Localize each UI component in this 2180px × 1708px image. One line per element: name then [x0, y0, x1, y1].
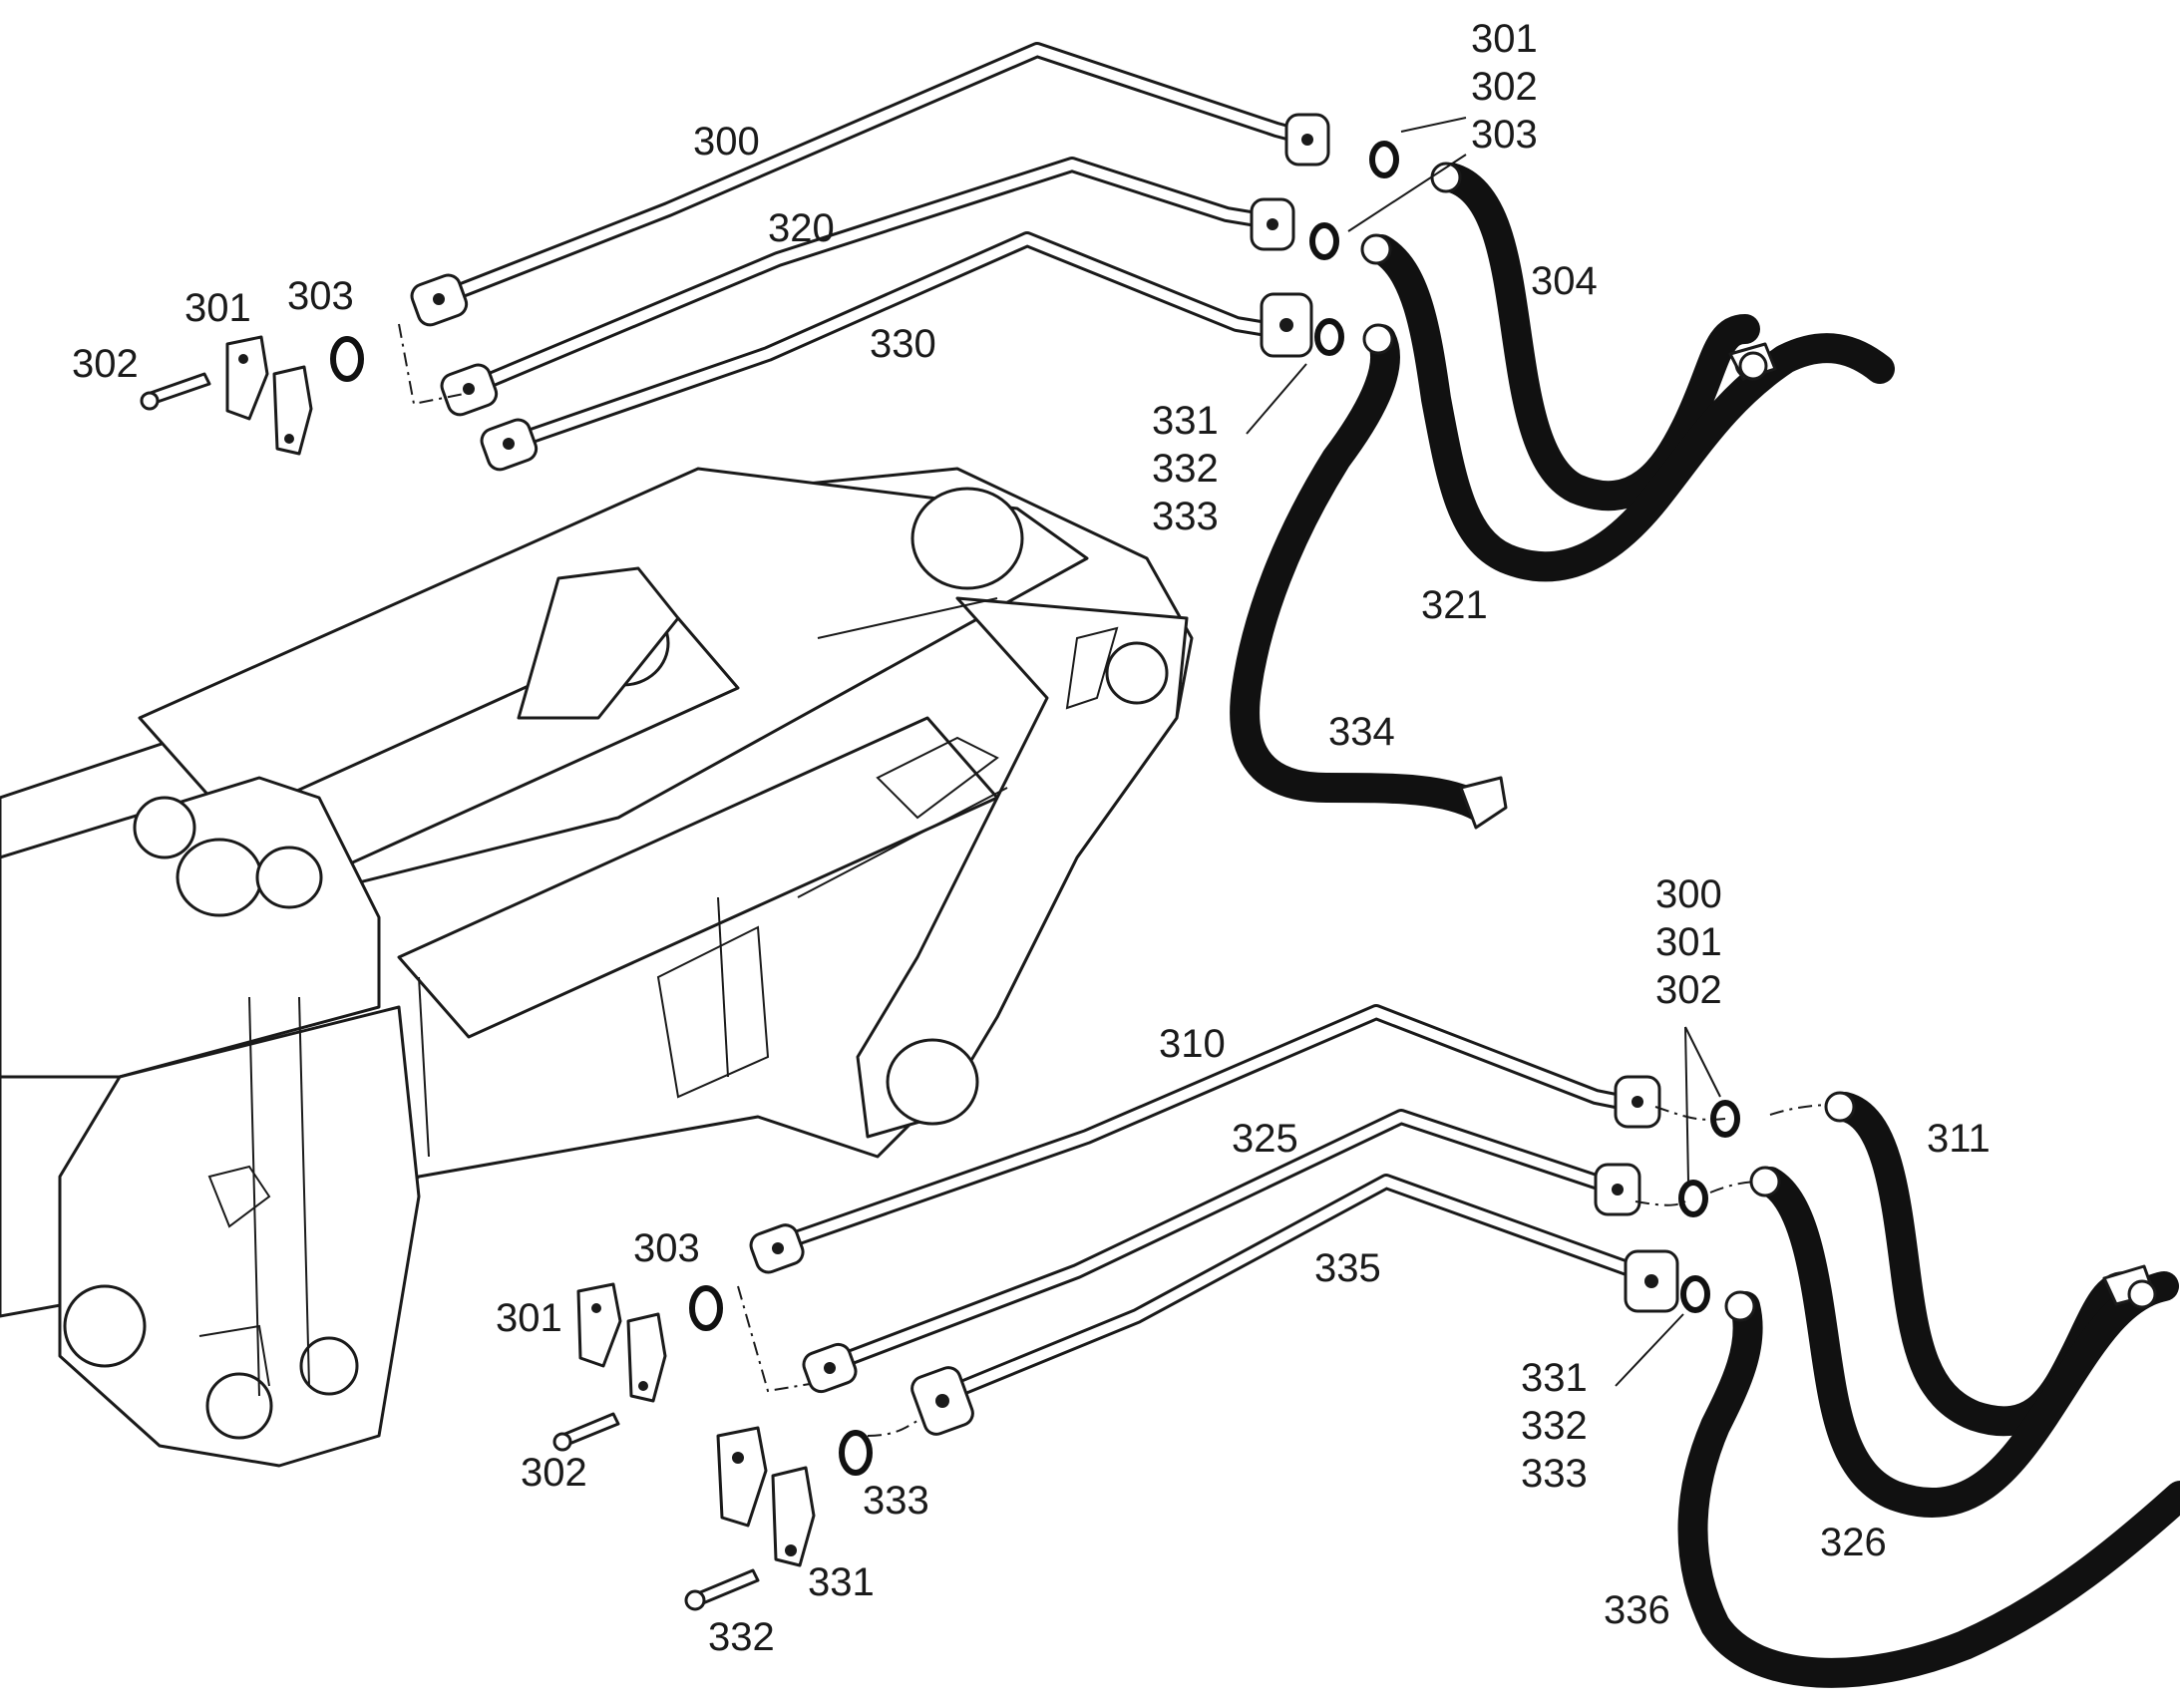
- label-301-top-left: 301: [184, 286, 251, 330]
- label-304: 304: [1531, 259, 1598, 303]
- label-310: 310: [1159, 1022, 1226, 1066]
- tube-330: [501, 231, 1274, 452]
- screw-332-bottom: [684, 1568, 760, 1611]
- flange-320-left: [440, 363, 499, 417]
- label-303-bottom: 303: [633, 1226, 700, 1270]
- label-301-bottom-right: 301: [1655, 920, 1722, 964]
- label-330: 330: [870, 322, 936, 366]
- label-303-top-left: 303: [287, 274, 354, 318]
- flange-clamp-half-bottom: [626, 1312, 667, 1403]
- label-302-bottom-left: 302: [521, 1451, 587, 1495]
- flange-335-left: [910, 1366, 974, 1436]
- label-301-bottom-left: 301: [496, 1296, 562, 1340]
- flange-330-right: [1260, 292, 1313, 358]
- leader-lines: [1246, 117, 1721, 1387]
- tube-325: [820, 1109, 1629, 1374]
- screw-302-bottom: [552, 1412, 620, 1452]
- hose-336: [1677, 1290, 2180, 1688]
- label-320: 320: [768, 206, 835, 250]
- flange-clamp-301-top: [225, 335, 269, 421]
- o-ring-top-1: [1369, 141, 1399, 178]
- flange-325-right: [1594, 1163, 1641, 1216]
- o-ring-top-3: [1314, 318, 1344, 356]
- label-302-top-right: 302: [1471, 65, 1538, 109]
- hose-end-ring-top: [1738, 351, 1768, 381]
- o-ring-bottom-1: [1710, 1100, 1740, 1138]
- o-ring-333-bottom: [839, 1430, 873, 1476]
- label-325: 325: [1232, 1117, 1298, 1161]
- label-335: 335: [1314, 1246, 1381, 1290]
- tube-310: [765, 1004, 1629, 1254]
- flange-300-left: [410, 273, 469, 327]
- o-ring-bottom-2: [1678, 1180, 1708, 1217]
- o-ring-303-top: [330, 336, 364, 382]
- flange-310-left: [749, 1223, 805, 1274]
- label-333-bottom-right: 333: [1521, 1452, 1588, 1496]
- label-300-bottom: 300: [1655, 872, 1722, 916]
- flange-clamp-half-331-bottom: [771, 1466, 816, 1567]
- hose-326: [1749, 1166, 2179, 1519]
- flange-310-right: [1614, 1075, 1661, 1129]
- label-331-bottom-right: 331: [1521, 1356, 1588, 1400]
- label-332-bottom-left: 332: [708, 1615, 775, 1659]
- flange-335-right: [1624, 1249, 1679, 1313]
- label-331-bottom-left: 331: [808, 1560, 875, 1604]
- o-ring-top-2: [1309, 222, 1339, 260]
- label-303-top-right: 303: [1471, 113, 1538, 157]
- hose-321: [1360, 233, 1895, 582]
- flange-320-right: [1250, 197, 1295, 251]
- tube-300: [431, 42, 1314, 307]
- label-332-bottom-right: 332: [1521, 1404, 1588, 1448]
- label-326: 326: [1820, 1521, 1887, 1564]
- label-321: 321: [1421, 583, 1488, 627]
- screw-302-top: [140, 372, 211, 411]
- flange-clamp-half-top: [272, 365, 313, 456]
- part-labels: 300 301 302 303 320 330 301 302 303 304 …: [72, 17, 1991, 1659]
- label-333-top: 333: [1152, 495, 1219, 538]
- label-336: 336: [1604, 1588, 1670, 1632]
- o-ring-303-bottom: [689, 1285, 723, 1331]
- label-302-bottom-right: 302: [1655, 968, 1722, 1012]
- label-302-top-left: 302: [72, 342, 139, 386]
- flange-325-left: [802, 1342, 858, 1394]
- hose-334: [1230, 323, 1508, 830]
- label-333-bottom-left: 333: [863, 1479, 929, 1523]
- label-334: 334: [1328, 710, 1395, 754]
- hose-end-ring-bottom: [2127, 1279, 2157, 1309]
- label-331-top: 331: [1152, 399, 1219, 443]
- label-311: 311: [1927, 1117, 1991, 1161]
- o-ring-bottom-3: [1680, 1275, 1710, 1313]
- label-332-top: 332: [1152, 447, 1219, 491]
- flange-clamp-331-bottom: [716, 1426, 768, 1528]
- label-300-top: 300: [693, 120, 760, 164]
- flange-300-right: [1284, 113, 1330, 167]
- machine-frame: [0, 467, 1194, 1468]
- tube-320: [461, 157, 1265, 397]
- label-301-top-right: 301: [1471, 17, 1538, 61]
- flange-clamp-301-bottom: [576, 1282, 622, 1368]
- flange-330-left: [480, 418, 539, 472]
